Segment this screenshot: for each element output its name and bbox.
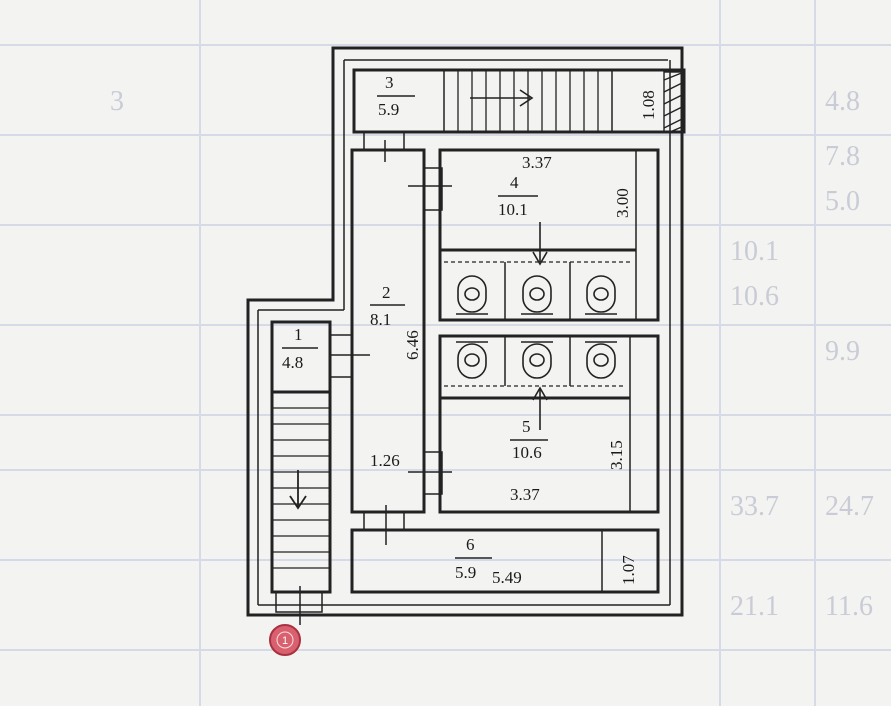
room-4-width-dimension: 3.37	[522, 153, 552, 172]
room-2-area: 8.1	[370, 310, 391, 329]
room-5-depth-dimension: 3.15	[607, 440, 626, 470]
room-5-area: 10.6	[512, 443, 542, 462]
stair-treads-top	[457, 70, 599, 132]
room-5-width-dimension: 3.37	[510, 485, 540, 504]
room-1: 1 4.8	[270, 320, 332, 625]
stair-direction-arrow-down	[289, 470, 307, 510]
door-arrow-up	[532, 386, 548, 430]
toilet-icon	[456, 341, 488, 379]
room-5-number: 5	[522, 417, 531, 436]
entry-marker: 1	[269, 624, 301, 656]
room-1-area: 4.8	[282, 353, 303, 372]
door-arrow-down	[532, 222, 548, 266]
toilet-icon	[521, 275, 553, 315]
stair-direction-arrow-right	[470, 89, 534, 107]
bg-text-1: 3	[110, 86, 124, 117]
corridor-length-dimension: 6.46	[403, 330, 422, 360]
background-table-text: 3 4.8 7.8 5.0 10.1 10.6 9.9 24.7 33.7 21…	[110, 86, 874, 622]
bg-text-10: 21.1	[730, 591, 779, 622]
bg-text-3: 7.8	[825, 141, 860, 172]
bg-text-2: 4.8	[825, 86, 860, 117]
room-6-length-dimension: 5.49	[492, 568, 522, 587]
corridor-width-dimension: 1.26	[370, 451, 400, 470]
toilet-row-lower	[456, 341, 617, 379]
room-3-depth-dimension: 1.08	[639, 90, 658, 120]
bg-text-5: 10.1	[730, 236, 779, 267]
toilet-row-upper	[456, 275, 617, 315]
bg-text-9: 33.7	[730, 491, 779, 522]
toilet-icon	[521, 341, 553, 379]
room-3: 3 5.9 1.08	[352, 68, 686, 162]
room-3-number: 3	[385, 73, 394, 92]
room-6: 6 5.9 5.49 1.07	[350, 528, 660, 594]
room-3-area: 5.9	[378, 100, 399, 119]
outer-walls	[246, 46, 684, 617]
room-6-area: 5.9	[455, 563, 476, 582]
bg-text-7: 9.9	[825, 336, 860, 367]
bg-text-11: 11.6	[825, 591, 873, 622]
toilet-icon	[585, 275, 617, 315]
room-2-number: 2	[382, 283, 391, 302]
room-6-number: 6	[466, 535, 475, 554]
room-4-depth-dimension: 3.00	[613, 188, 632, 218]
toilet-icon	[456, 275, 488, 315]
room-4-number: 4	[510, 173, 519, 192]
bg-text-4: 5.0	[825, 186, 860, 217]
room-4-area: 10.1	[498, 200, 528, 219]
stair-treads-left	[272, 407, 330, 569]
toilet-icon	[585, 341, 617, 379]
room-1-number: 1	[294, 325, 303, 344]
hatched-column	[663, 71, 685, 133]
bg-text-6: 10.6	[730, 281, 779, 312]
bg-text-8: 24.7	[825, 491, 874, 522]
entry-marker-label: 1	[282, 635, 288, 647]
room-6-depth-dimension: 1.07	[619, 555, 638, 585]
room-5: 5 10.6 3.15 3.37	[438, 334, 660, 514]
room-2: 2 8.1 6.46 1.26	[329, 148, 452, 545]
room-4: 3.37 4 10.1 3.00	[438, 148, 660, 322]
